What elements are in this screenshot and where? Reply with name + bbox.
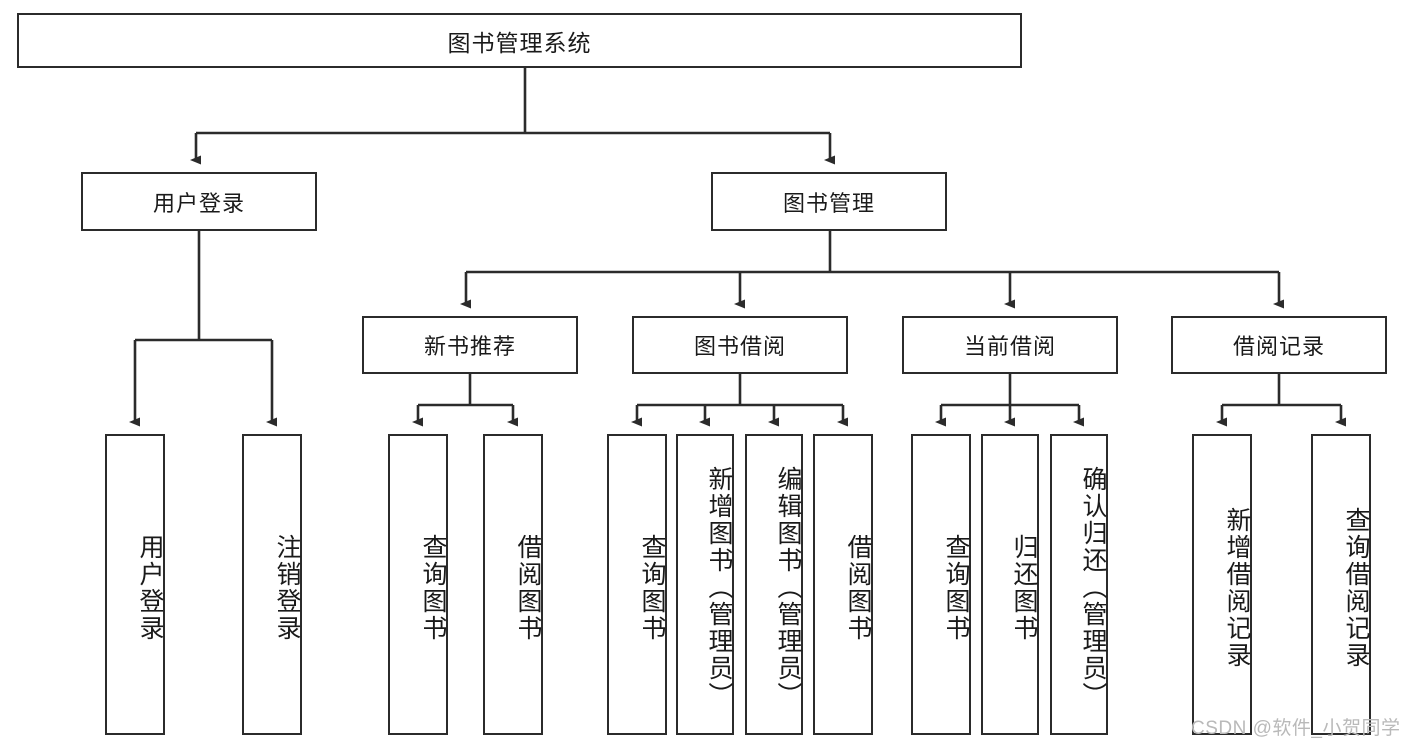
node-label: 借阅图书	[844, 533, 872, 642]
node-label: 查询借阅记录	[1342, 506, 1370, 669]
node-book-manage[interactable]: 图书管理	[711, 172, 947, 231]
leaf-query-book-recommend[interactable]: 查询图书	[388, 434, 448, 735]
node-label: 新增图书（管理员）	[705, 466, 733, 709]
leaf-query-book-borrow[interactable]: 查询图书	[607, 434, 667, 735]
node-new-book-recommend[interactable]: 新书推荐	[362, 316, 578, 374]
node-label: 图书管理系统	[447, 29, 592, 56]
node-label: 归还图书	[1010, 533, 1038, 642]
node-book-borrow[interactable]: 图书借阅	[632, 316, 848, 374]
leaf-borrow-book[interactable]: 借阅图书	[813, 434, 873, 735]
node-label: 注销登录	[273, 533, 301, 642]
node-label: 新增借阅记录	[1223, 506, 1251, 669]
node-label: 查询图书	[942, 533, 970, 642]
node-label: 图书借阅	[693, 334, 786, 359]
leaf-add-book[interactable]: 新增图书（管理员）	[676, 434, 734, 735]
leaf-query-borrow-record[interactable]: 查询借阅记录	[1311, 434, 1371, 735]
node-label: 借阅记录	[1232, 334, 1325, 359]
node-label: 用户登录	[136, 533, 164, 642]
node-root-system[interactable]: 图书管理系统	[17, 13, 1022, 68]
leaf-query-book-current[interactable]: 查询图书	[911, 434, 971, 735]
leaf-logout-login[interactable]: 注销登录	[242, 434, 302, 735]
node-borrow-record[interactable]: 借阅记录	[1171, 316, 1387, 374]
node-label: 借阅图书	[514, 533, 542, 642]
leaf-user-login[interactable]: 用户登录	[105, 434, 165, 735]
node-label: 查询图书	[638, 533, 666, 642]
leaf-return-book[interactable]: 归还图书	[981, 434, 1039, 735]
leaf-borrow-book-recommend[interactable]: 借阅图书	[483, 434, 543, 735]
leaf-add-borrow-record[interactable]: 新增借阅记录	[1192, 434, 1252, 735]
node-label: 确认归还（管理员）	[1079, 466, 1107, 709]
leaf-edit-book[interactable]: 编辑图书（管理员）	[745, 434, 803, 735]
node-label: 编辑图书（管理员）	[774, 466, 802, 709]
leaf-confirm-return[interactable]: 确认归还（管理员）	[1050, 434, 1108, 735]
csdn-watermark: CSDN @软件_小贺同学	[1191, 718, 1401, 739]
node-label: 查询图书	[419, 533, 447, 642]
node-current-borrow[interactable]: 当前借阅	[902, 316, 1118, 374]
node-label: 用户登录	[152, 190, 245, 216]
node-label: 图书管理	[782, 190, 875, 216]
node-label: 当前借阅	[963, 334, 1056, 359]
node-label: 新书推荐	[423, 334, 516, 359]
node-user-login[interactable]: 用户登录	[81, 172, 317, 231]
